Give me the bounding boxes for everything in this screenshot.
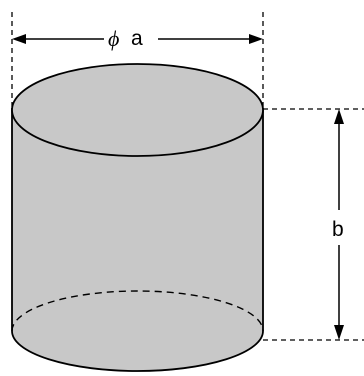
height-arrowhead-top xyxy=(334,109,344,124)
height-label: b xyxy=(332,218,344,241)
height-arrowhead-bottom xyxy=(334,325,344,340)
diameter-arrowhead-left xyxy=(12,34,26,44)
cylinder-body xyxy=(12,108,263,373)
diameter-symbol: ϕ xyxy=(108,26,119,51)
diameter-label: a xyxy=(131,27,143,50)
cylinder-top-face xyxy=(11,63,264,157)
bottom-ellipse-front-edge xyxy=(11,330,264,372)
diameter-arrowhead-right xyxy=(249,34,263,44)
bottom-ellipse-hidden-edge xyxy=(11,290,264,332)
